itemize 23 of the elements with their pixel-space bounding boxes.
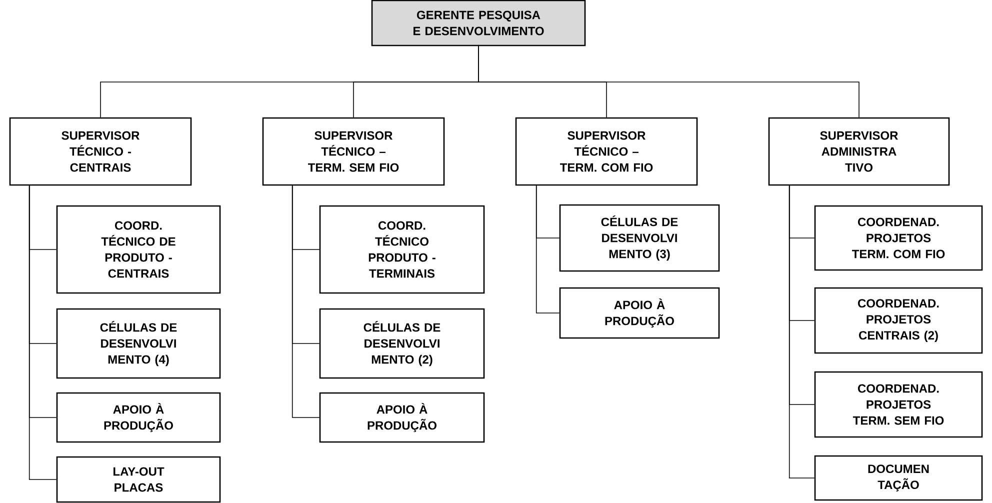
org-box: COORDENAD. PROJETOS TERM. SEM FIO <box>814 371 983 438</box>
connector-line <box>28 185 57 480</box>
connector-line <box>292 185 320 418</box>
org-box: COORDENAD. PROJETOS TERM. COM FIO <box>814 205 983 271</box>
manager-box: GERENTE PESQUISA E DESENVOLVIMENTO <box>371 0 586 46</box>
connector-line <box>788 185 815 478</box>
org-box: SUPERVISOR TÉCNICO – TERM. COM FIO <box>515 117 698 186</box>
org-box: SUPERVISOR TÉCNICO - CENTRAIS <box>9 117 192 186</box>
org-box: APOIO À PRODUÇÃO <box>319 392 485 443</box>
org-box: APOIO À PRODUÇÃO <box>559 287 720 339</box>
org-box: SUPERVISOR TÉCNICO – TERM. SEM FIO <box>262 117 445 186</box>
org-box: COORDENAD. PROJETOS CENTRAIS (2) <box>814 287 983 354</box>
org-box: APOIO À PRODUÇÃO <box>56 392 221 443</box>
org-box: LAY-OUT PLACAS <box>56 456 221 503</box>
org-box: COORD. TÉCNICO DE PRODUTO - CENTRAIS <box>56 205 221 294</box>
connector-line <box>478 46 860 118</box>
org-box: COORD. TÉCNICO PRODUTO - TERMINAIS <box>319 205 485 294</box>
org-box: CÉLULAS DE DESENVOLVI MENTO (2) <box>319 308 485 379</box>
org-box: SUPERVISOR ADMINISTRA TIVO <box>768 117 950 186</box>
org-box: DOCUMEN TAÇÃO <box>814 455 983 501</box>
org-box: CÉLULAS DE DESENVOLVI MENTO (4) <box>56 308 221 379</box>
org-box: CÉLULAS DE DESENVOLVI MENTO (3) <box>559 204 720 272</box>
connector-line <box>536 185 560 314</box>
